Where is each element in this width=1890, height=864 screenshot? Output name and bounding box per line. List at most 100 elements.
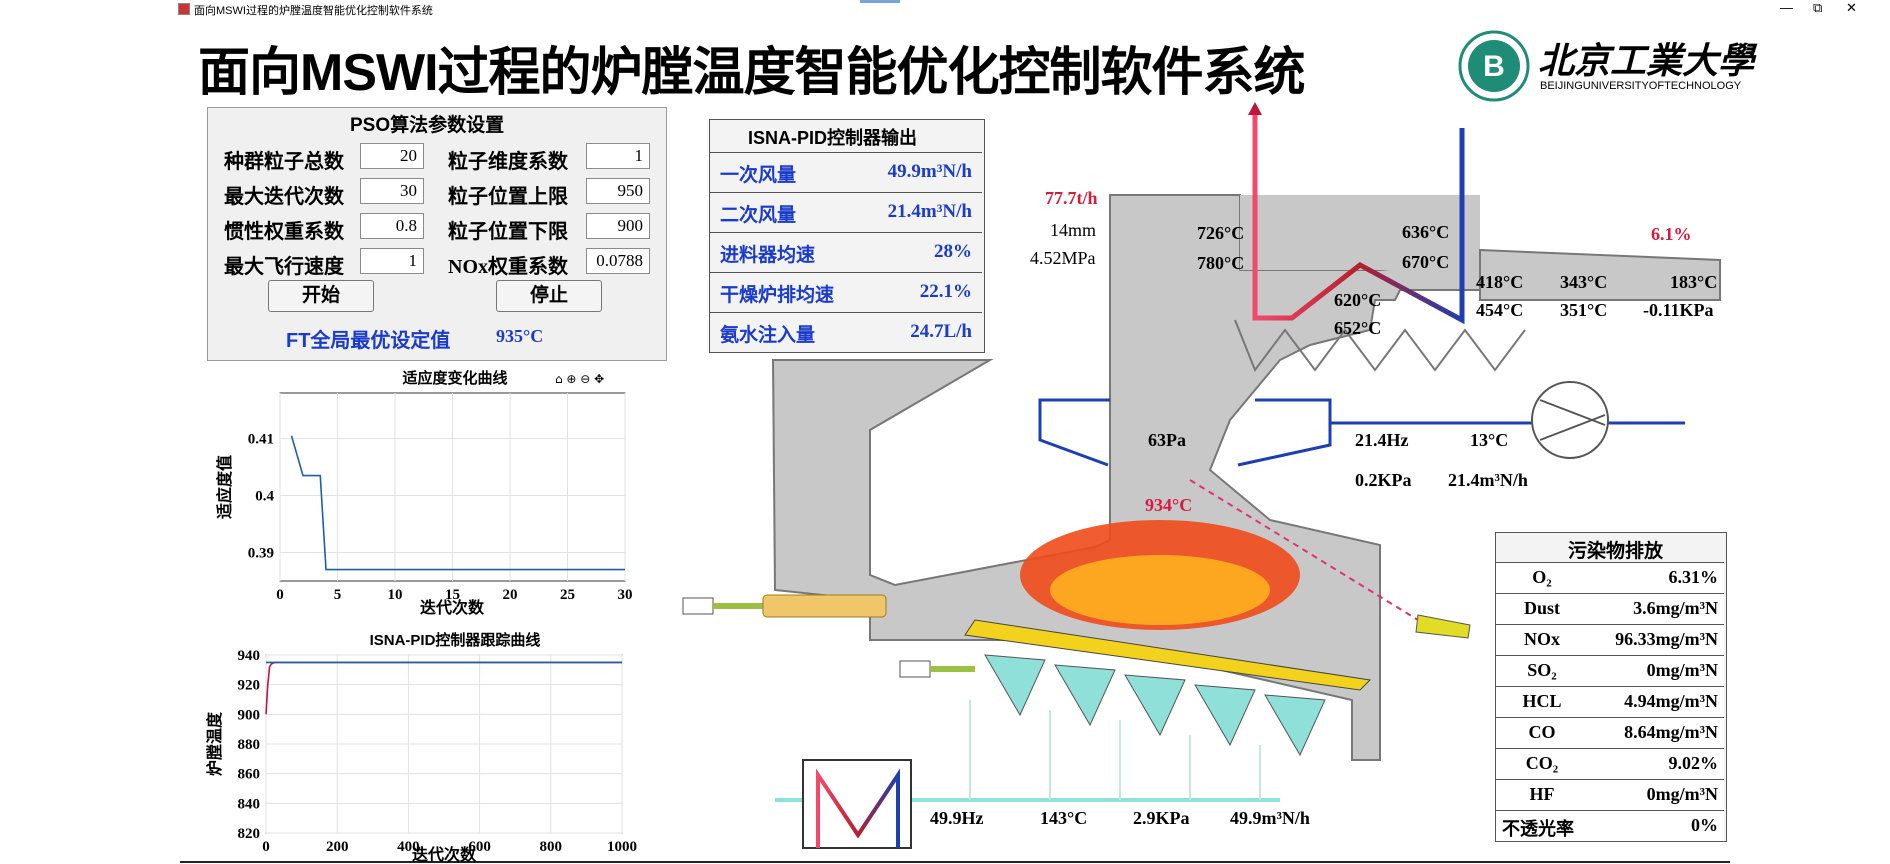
x-tick-label: 25	[560, 587, 575, 603]
primary-air-flow: 49.9m³N/h	[1230, 808, 1310, 828]
svg-text:B: B	[1483, 50, 1505, 83]
max-iterations-field[interactable]: 30	[360, 178, 424, 204]
secondary-air-line	[1038, 398, 1110, 467]
pollutant-value: 0mg/m³N	[1646, 784, 1718, 804]
university-logo-icon: B	[1458, 30, 1530, 102]
fan-frequency: 21.4Hz	[1355, 430, 1409, 450]
isna-label: 干燥炉排均速	[720, 285, 835, 306]
svg-text:⌂ ⊕ ⊖ ✥: ⌂ ⊕ ⊖ ✥	[555, 372, 604, 386]
measure-line	[1189, 479, 1419, 621]
titlebar-divider	[860, 0, 900, 3]
pollutant-value: 96.33mg/m³N	[1615, 629, 1718, 649]
ash-hopper	[1264, 694, 1326, 757]
pollutant-label: 不透光率	[1502, 819, 1574, 839]
furnace-pressure: 63Pa	[1148, 430, 1186, 450]
stop-button[interactable]: 停止	[496, 280, 602, 312]
chart-toolbar-icon[interactable]: ⌂ ⊕ ⊖ ✥	[555, 372, 604, 386]
x-tick-label: 800	[540, 839, 563, 855]
y-tick-label: 940	[238, 648, 261, 664]
y-tick-label: 900	[238, 707, 261, 723]
y-tick-label: 840	[238, 796, 261, 812]
isna-label: 氨水注入量	[720, 325, 816, 346]
steam-pressure-value: 4.52MPa	[1030, 248, 1096, 268]
analyzer-probe	[1415, 614, 1471, 639]
steam-pipe-hot	[1252, 110, 1465, 325]
isna-label: 一次风量	[720, 165, 797, 186]
feed-cylinder	[762, 594, 887, 618]
population-size-field[interactable]: 20	[360, 143, 424, 169]
furnace-temperature: 934°C	[1145, 495, 1193, 515]
pollutant-label: HF	[1529, 784, 1555, 804]
pollutant-panel-title: 污染物排放	[1568, 541, 1664, 562]
inertia-weight-field[interactable]: 0.8	[360, 213, 424, 239]
x-tick-label: 0	[276, 587, 284, 603]
max-velocity-field[interactable]: 1	[360, 248, 424, 274]
temp-652: 652°C	[1334, 318, 1382, 338]
fan-icon	[1531, 381, 1609, 459]
temp-620: 620°C	[1334, 290, 1382, 310]
temp-636: 636°C	[1402, 222, 1450, 242]
param-label: 最大飞行速度	[224, 256, 344, 278]
nox-weight-field[interactable]: 0.0788	[586, 248, 650, 274]
app-icon	[178, 3, 190, 15]
x-tick-label: 5	[334, 587, 342, 603]
pollutant-row: HF 0mg/m³N	[1496, 779, 1724, 810]
pollutant-value: 4.94mg/m³N	[1624, 691, 1718, 711]
particle-dimension-field[interactable]: 1	[586, 143, 650, 169]
primary-air-temperature: 143°C	[1040, 808, 1088, 828]
temp-418: 418°C	[1476, 272, 1524, 292]
param-label: 种群粒子总数	[224, 151, 344, 173]
isna-value: 21.4m³N/h	[887, 201, 972, 222]
ash-hopper	[1054, 664, 1116, 727]
minimize-button[interactable]: —	[1780, 0, 1793, 15]
outlet-pressure: -0.11KPa	[1643, 300, 1714, 320]
fan-temperature: 13°C	[1470, 430, 1509, 450]
pollutant-label: CO₂	[1525, 753, 1559, 773]
x-tick-label: 200	[326, 839, 349, 855]
y-tick-label: 0.39	[248, 546, 274, 562]
logo-subtext: BEIJINGUNIVERSITYOFTECHNOLOGY	[1540, 80, 1742, 92]
position-lower-field[interactable]: 900	[586, 213, 650, 239]
pusher-rod	[930, 666, 975, 672]
flue-duct	[1240, 195, 1480, 270]
isna-label: 二次风量	[720, 205, 797, 226]
ash-hopper	[1124, 674, 1186, 737]
x-tick-label: 30	[618, 587, 633, 603]
y-tick-label: 880	[238, 737, 261, 753]
flame-core	[1050, 555, 1270, 625]
maximize-button[interactable]: ⧉	[1813, 0, 1823, 15]
pollutant-row: CO₂ 9.02%	[1496, 748, 1724, 779]
fan-flow: 21.4m³N/h	[1448, 470, 1528, 490]
start-button[interactable]: 开始	[268, 280, 374, 312]
pollutant-value: 9.02%	[1668, 753, 1719, 773]
bed-thickness-value: 14mm	[1050, 220, 1097, 240]
pollutant-label: NOx	[1524, 629, 1560, 649]
chart-xlabel: 迭代次数	[420, 598, 485, 617]
temp-351: 351°C	[1560, 300, 1608, 320]
temp-183: 183°C	[1670, 272, 1718, 292]
best-setpoint-value: 935°C	[496, 326, 544, 346]
x-tick-label: 20	[503, 587, 518, 603]
pso-panel: PSO算法参数设置 种群粒子总数 20 最大迭代次数 30 惯性权重系数 0.8…	[207, 107, 667, 361]
window-title: 面向MSWI过程的炉膛温度智能优化控制软件系统	[194, 5, 433, 17]
position-upper-field[interactable]: 950	[586, 178, 650, 204]
primary-air-frequency: 49.9Hz	[930, 808, 984, 828]
x-tick-label: 0	[262, 839, 270, 855]
secondary-air-line	[1237, 398, 1332, 467]
close-button[interactable]: ✕	[1846, 0, 1857, 15]
grate	[964, 619, 1372, 691]
chart-title: ISNA-PID控制器跟踪曲线	[370, 631, 541, 649]
x-tick-label: 1000	[607, 839, 637, 855]
param-label: 粒子维度系数	[448, 151, 568, 173]
